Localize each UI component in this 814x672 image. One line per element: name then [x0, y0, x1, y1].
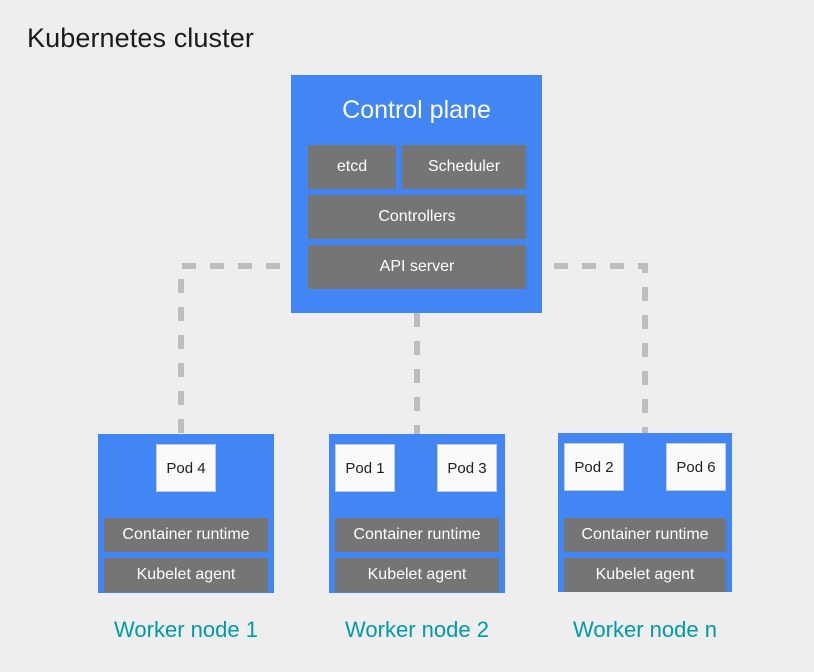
worker-node-2-label: Worker node 2: [345, 617, 489, 642]
worker-node-1-container-runtime[interactable]: Container runtime: [104, 518, 268, 552]
control-plane-component-controllers[interactable]: Controllers: [308, 195, 526, 239]
worker-node-n-pod-1[interactable]: Pod 2: [564, 443, 624, 491]
page-title: Kubernetes cluster: [27, 23, 254, 53]
control-plane-component-scheduler[interactable]: Scheduler: [402, 145, 526, 189]
worker-node-n-pod-2[interactable]: Pod 6: [666, 443, 726, 491]
control-plane-component-etcd[interactable]: etcd: [308, 145, 396, 189]
worker-node-1-pod[interactable]: Pod 4: [156, 444, 216, 492]
control-plane-title: Control plane: [342, 96, 491, 124]
worker-node-n-label: Worker node n: [573, 617, 717, 642]
worker-node-2-container-runtime[interactable]: Container runtime: [335, 518, 499, 552]
worker-node-2-pod-2[interactable]: Pod 3: [437, 444, 497, 492]
control-plane-component-api-server[interactable]: API server: [308, 245, 526, 289]
worker-node-n-container-runtime[interactable]: Container runtime: [564, 518, 726, 552]
worker-node-n-kubelet-agent[interactable]: Kubelet agent: [564, 558, 726, 592]
worker-node-2-kubelet-agent[interactable]: Kubelet agent: [335, 558, 499, 592]
connector-api-server-to-worker-n: [526, 263, 648, 433]
connector-api-server-to-worker-1: [178, 263, 308, 434]
worker-node-2-pod-1[interactable]: Pod 1: [335, 444, 395, 492]
worker-node-1-kubelet-agent[interactable]: Kubelet agent: [104, 558, 268, 592]
worker-node-1-label: Worker node 1: [114, 617, 258, 642]
